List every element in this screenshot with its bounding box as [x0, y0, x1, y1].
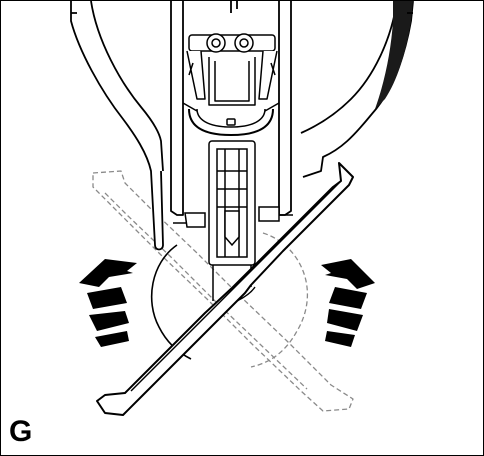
- jigsaw-housing: [70, 1, 414, 251]
- blade-clamp: [182, 33, 280, 136]
- rotation-arc-dashed: [250, 232, 308, 368]
- base-plate-ghost: [92, 170, 354, 412]
- rotate-right-arrow-icon: [321, 259, 375, 347]
- rotate-left-arrow-icon: [79, 259, 137, 347]
- base-plate-solid: [96, 162, 354, 416]
- figure-label: G: [9, 415, 33, 448]
- saw-blade: [173, 140, 293, 301]
